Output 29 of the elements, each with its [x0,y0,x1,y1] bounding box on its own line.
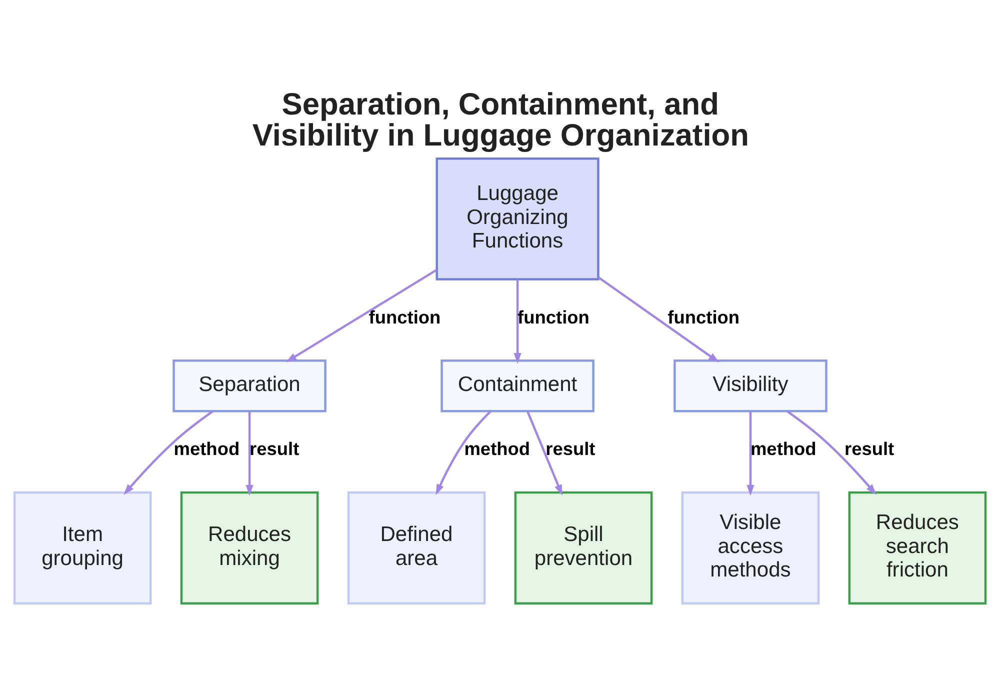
node-box: Visible access methods [681,491,820,604]
arrow [746,412,754,496]
arrow [246,412,254,496]
edge-label: function [668,306,740,328]
edge-label: result [844,438,894,460]
edge-label: method [464,438,530,460]
arrow [286,268,438,362]
node-box: Containment [440,360,594,412]
arrow [598,276,720,363]
node-box: Defined area [347,491,486,604]
diagram-title: Separation, Containment, and Visibility in Luggage Organization [252,86,750,152]
edge-label: method [750,438,816,460]
edge-label: method [174,438,240,460]
node-box: Reduces mixing [180,491,319,604]
node-box: Spill prevention [514,491,653,604]
arrow [526,411,562,496]
edge-label: result [250,438,300,460]
arrow [436,410,492,496]
arrow [514,280,522,364]
edge-label: function [368,306,441,328]
arrow [124,410,214,495]
node-box: Luggage Organizing Functions [436,157,600,280]
node-box: Item grouping [13,491,152,604]
edge-label: function [518,306,590,328]
node-box: Separation [172,360,326,412]
node-box: Reduces search friction [848,491,987,604]
arrow [786,410,876,495]
edge-label: result [546,438,596,460]
node-box: Visibility [674,360,828,412]
